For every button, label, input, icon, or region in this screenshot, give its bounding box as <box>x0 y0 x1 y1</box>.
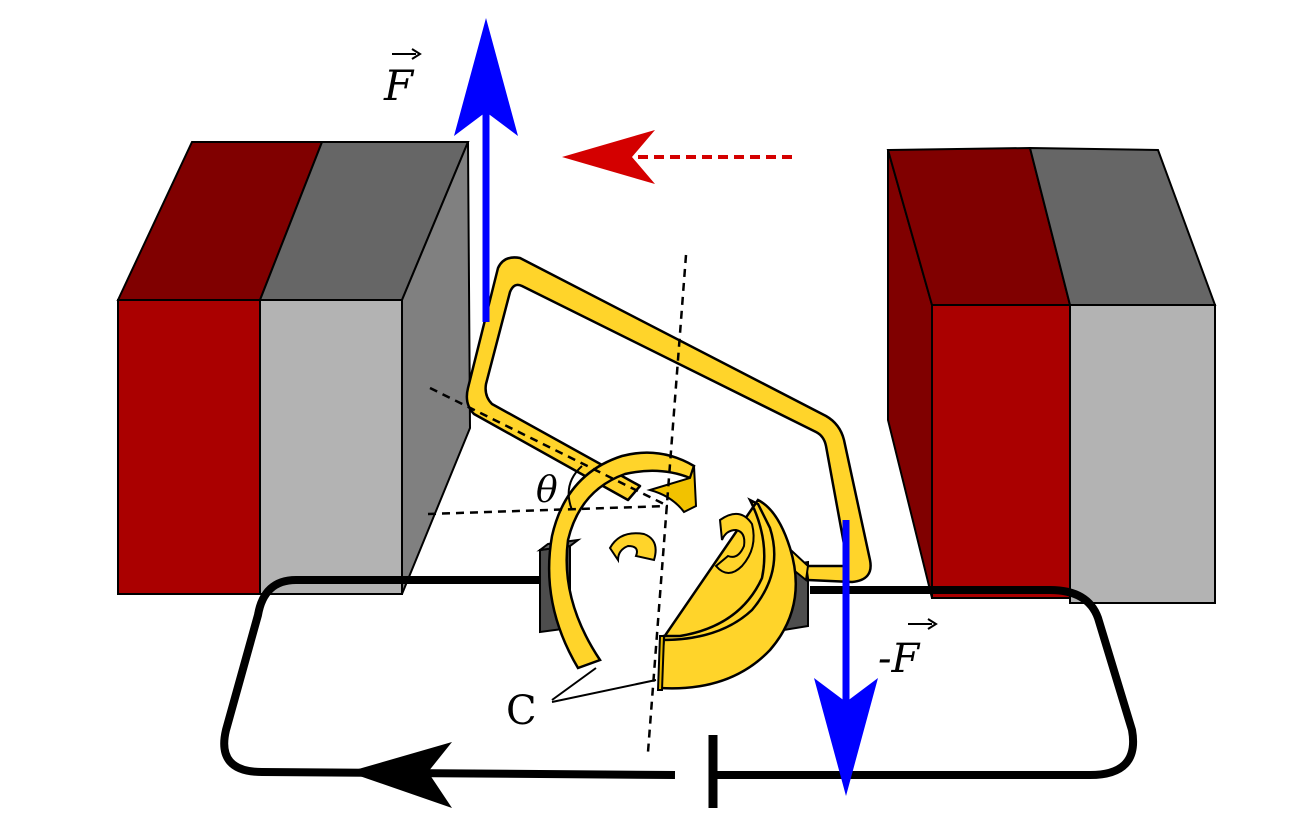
right-magnet-front-red <box>931 304 1071 599</box>
commutator-half-right-hook <box>714 513 755 574</box>
force-arrow-down-head <box>814 678 878 796</box>
force-arrow-up <box>454 18 518 322</box>
reference-lines <box>427 254 688 753</box>
right-magnet-front-grey <box>1069 304 1216 604</box>
force-top-label-text: F <box>383 61 415 110</box>
horizontal-reference-line <box>427 504 669 516</box>
commutator-pointers <box>551 667 657 703</box>
current-arrow-head <box>348 742 452 808</box>
left-magnet-front-red <box>117 299 261 595</box>
force-arrow-up-head <box>454 18 518 136</box>
armature-coil <box>465 256 872 584</box>
force-bottom-label-text: -F <box>878 636 921 682</box>
commutator-half-right <box>658 497 797 690</box>
commutator-pointer-right <box>551 679 657 703</box>
force-top-vector-tip <box>411 48 422 60</box>
commutator-pointer-left <box>551 667 597 701</box>
force-bottom-vector-tip <box>927 618 938 630</box>
angle-label: θ <box>536 470 558 511</box>
commutator-half-left-inner <box>646 465 698 514</box>
magnetic-field-arrow <box>562 130 792 184</box>
force-arrow-down <box>814 520 878 796</box>
commutator-half-left <box>547 451 696 670</box>
field-arrow-head <box>562 130 655 184</box>
force-top-label: F <box>383 48 422 110</box>
commutator-half-right-face <box>656 635 666 691</box>
coil-plane-line <box>429 386 669 508</box>
commutator-half-left-hook <box>608 532 657 564</box>
left-magnet <box>116 141 472 595</box>
external-circuit <box>220 576 1138 808</box>
angle-arc <box>567 465 583 511</box>
commutator <box>547 451 797 691</box>
commutator-label: C <box>506 688 537 734</box>
coil-outer <box>465 256 872 584</box>
right-magnet <box>886 146 1217 604</box>
circuit-wire <box>220 576 1138 779</box>
left-magnet-front-grey <box>259 299 403 595</box>
force-bottom-label: -F <box>878 618 938 682</box>
